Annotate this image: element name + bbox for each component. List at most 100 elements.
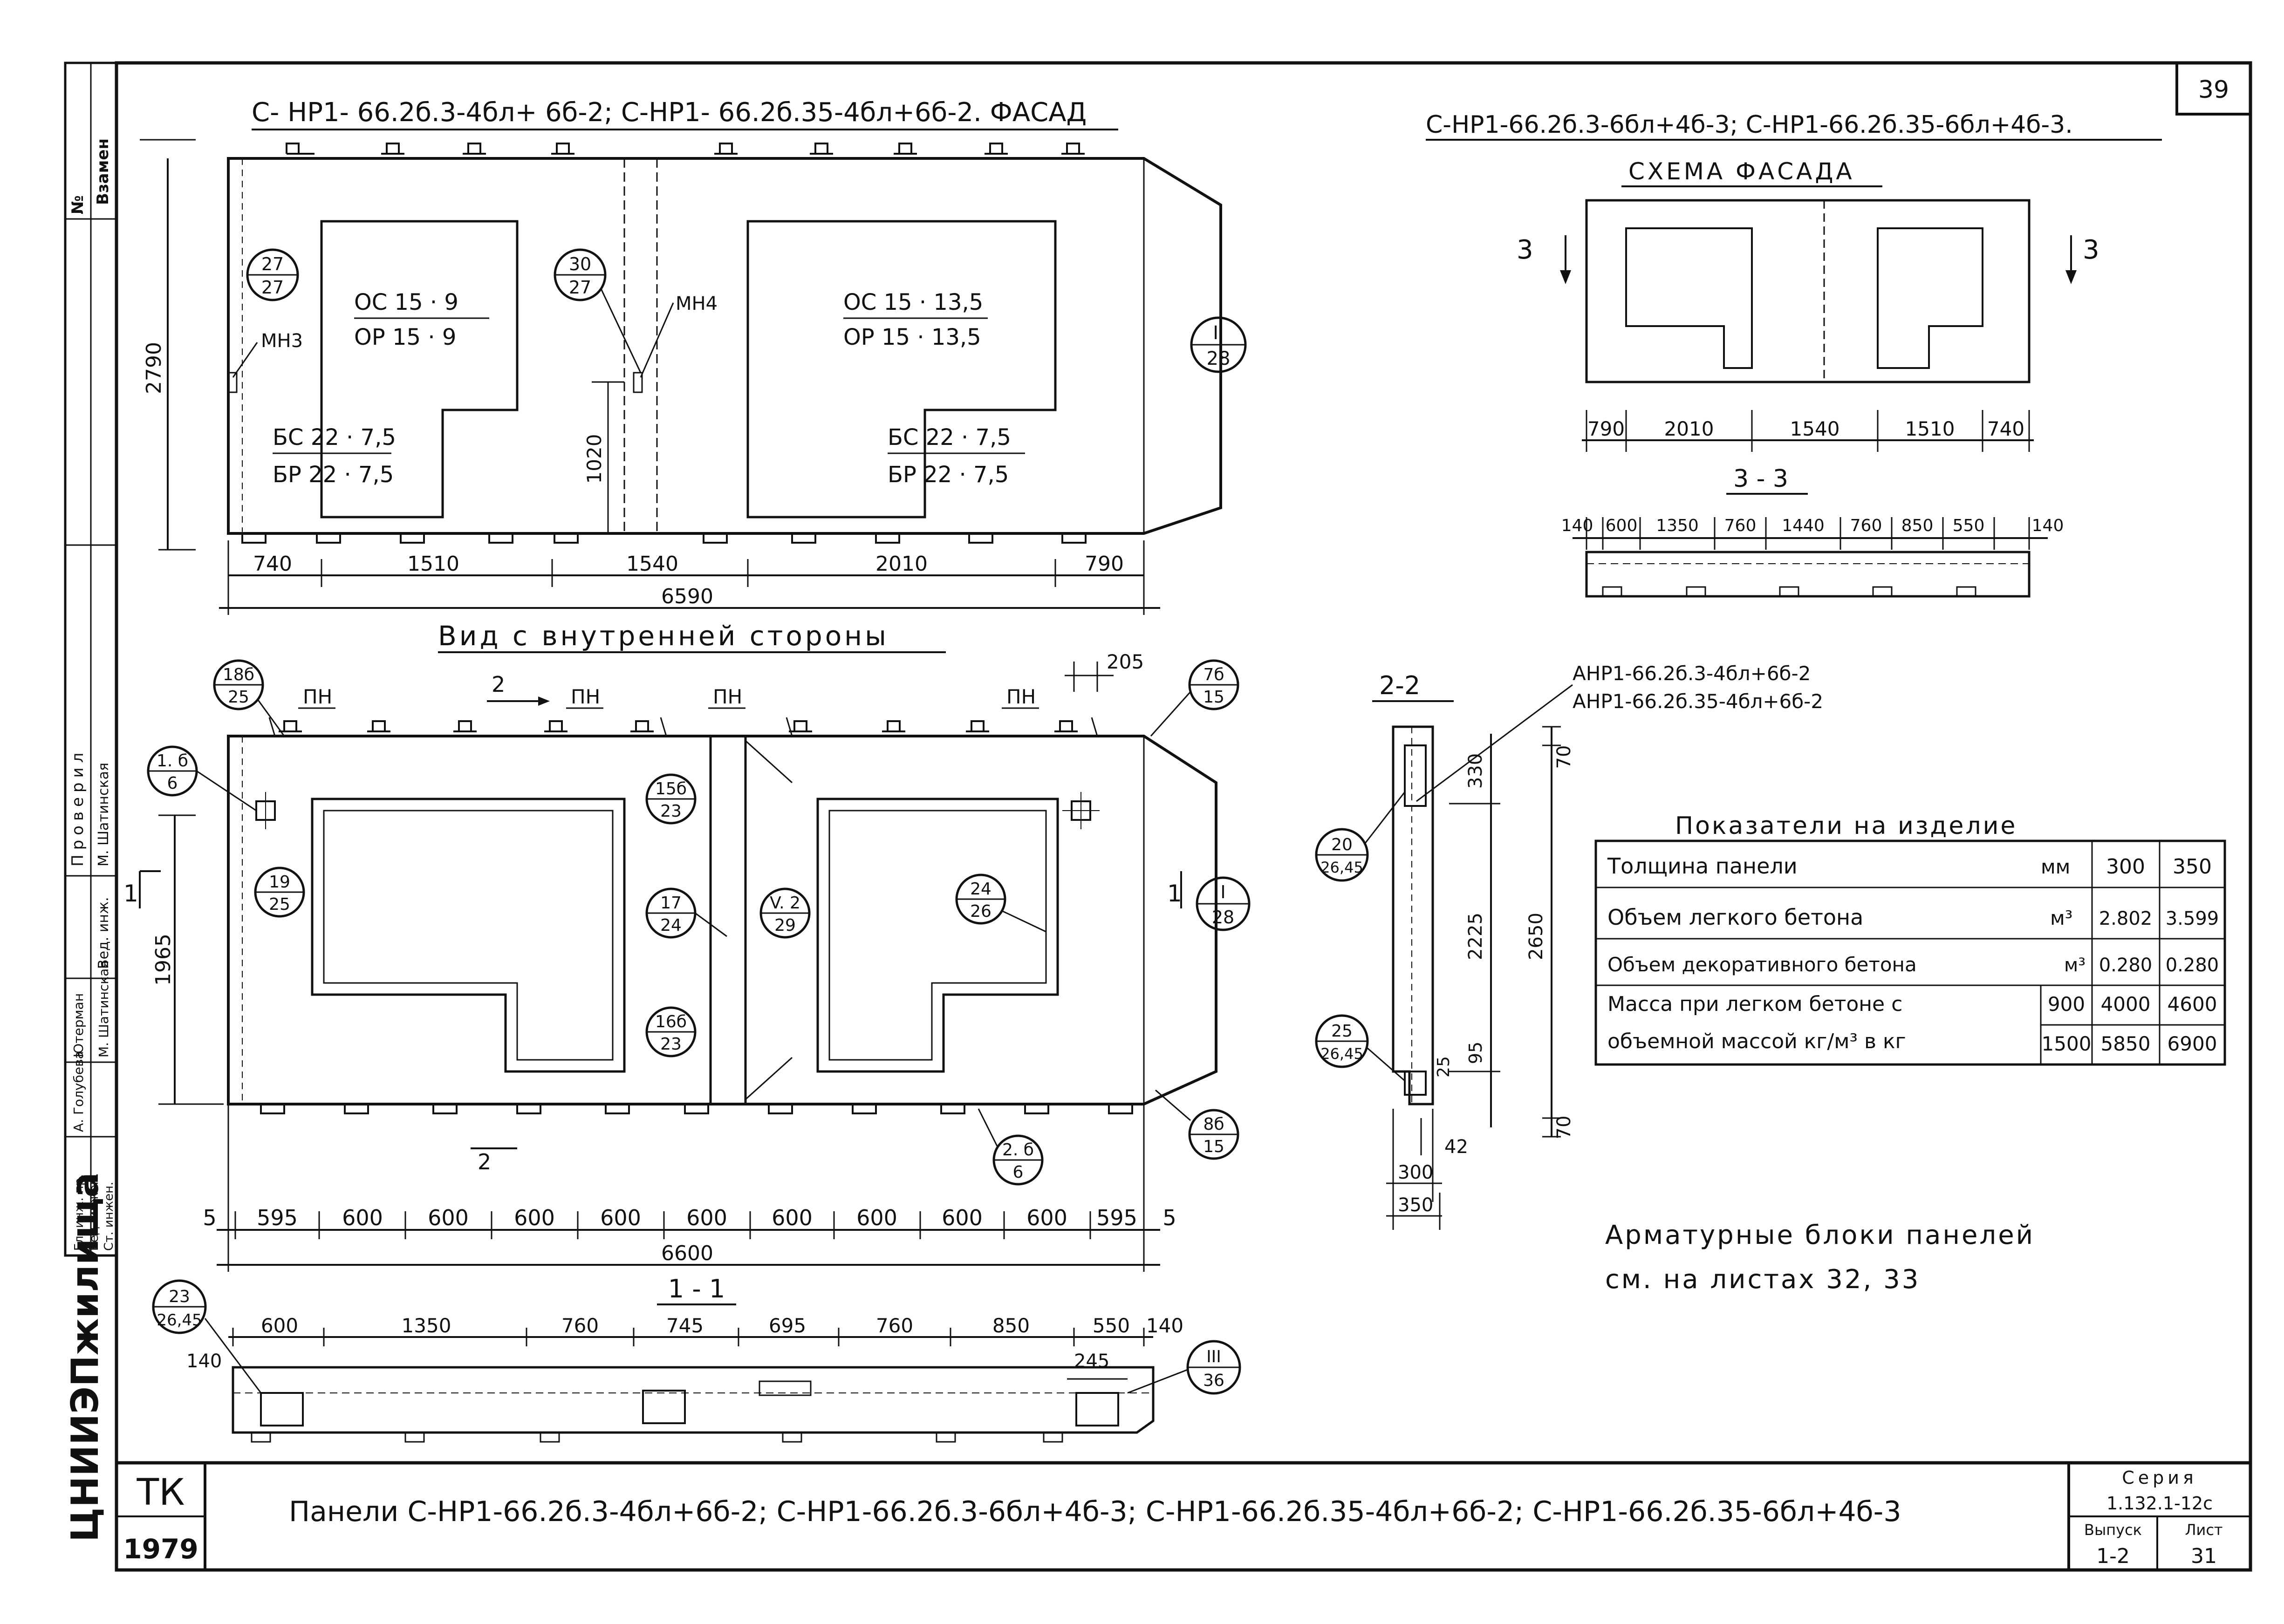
- callout-inner-6-bottom: 23: [660, 1035, 682, 1054]
- sec22-dim-25: 25: [1434, 1056, 1453, 1078]
- callout-inner-2-bottom: 6: [167, 774, 178, 793]
- facade-view: С- НР1- 66.2б.3-4бл+ 6б-2; С-НР1- 66.2б.…: [140, 97, 1247, 615]
- callout-inner-12-top: 2. б: [1002, 1140, 1034, 1160]
- inner-panel: [227, 735, 1217, 1105]
- inner-dim-7: 600: [686, 1205, 727, 1230]
- indicators-table: Показатели на изделие Толщина панели мм …: [1594, 812, 2226, 1066]
- callout-s22-b-bottom: 26,45: [1320, 1045, 1363, 1063]
- callout-facade-b-top: 30: [569, 254, 591, 274]
- section-2-2-ref-1: АНР1-66.2б.3-4бл+6б-2: [1573, 662, 1811, 685]
- facade-height: 2790: [142, 342, 166, 394]
- callout-s22-a-top: 20: [1331, 835, 1353, 854]
- facade-opening-right-top: ОС 15 · 13,5: [843, 289, 983, 315]
- indicator-row2-v350: 3.599: [2166, 908, 2219, 929]
- scheme-sec-dim-4: 760: [1724, 516, 1757, 535]
- callout-inner-5-top: 17: [660, 894, 682, 913]
- section-2-2-profile: [1392, 725, 1434, 1105]
- sec22-thk-300: 300: [1398, 1162, 1433, 1183]
- indicator-row3-label: Объем декоративного бетона: [1607, 953, 1917, 976]
- s11-dim-1: 600: [261, 1314, 298, 1337]
- side-stamp: № Взамен М. Шатинская Проверил Вед. инж.…: [63, 61, 118, 1542]
- sec22-dim-70-top: 70: [1553, 745, 1575, 769]
- scheme-sec-dim-7: 850: [1901, 516, 1934, 535]
- callout-inner-5-bottom: 24: [660, 916, 682, 935]
- s11-dim-8: 550: [1093, 1314, 1130, 1337]
- section-2-2: 2-2 АНР1-66.2б.3-4бл+6б-2 АНР1-66.2б.35-…: [1315, 662, 1823, 1230]
- sheet-title: Панели С-НР1-66.2б.3-4бл+6б-2; С-НР1-66.…: [289, 1495, 1901, 1528]
- section-1-1: 1 - 1 245 140 23 26,45 III 36: [152, 1274, 1241, 1443]
- callout-inner-6-top: 16б: [655, 1012, 687, 1031]
- callout-inner-1-top: 18б: [223, 665, 254, 684]
- stamp-checked-name: М. Шатинская: [96, 763, 112, 867]
- sheet-value: 31: [2191, 1544, 2217, 1568]
- scheme-sec-dim-1: 140: [1561, 516, 1593, 535]
- tk-mark: ТК: [136, 1472, 185, 1514]
- facade-door-right-top: БС 22 · 7,5: [888, 424, 1011, 450]
- callout-inner-3-bottom: 25: [269, 895, 290, 914]
- series-value: 1.132.1-12с: [2106, 1493, 2213, 1514]
- s11-dim-7: 850: [992, 1314, 1030, 1337]
- inner-opening-left: [311, 798, 626, 1073]
- callout-s11-right-top: III: [1206, 1347, 1221, 1366]
- indicator-mass2-v300: 5850: [2101, 1032, 2151, 1055]
- callout-inner-4-top: 15б: [655, 779, 687, 798]
- inner-dim-11: 600: [1026, 1205, 1067, 1230]
- indicator-row1-v300: 300: [2106, 855, 2145, 879]
- callout-inner-11-top: 8б: [1203, 1115, 1224, 1134]
- scheme-dim-3: 1540: [1790, 417, 1840, 440]
- tag-mn4: МН4: [676, 293, 718, 314]
- scheme-panel: [1585, 199, 2031, 383]
- inner-total: 6600: [661, 1242, 713, 1265]
- issue-label: Выпуск: [2084, 1521, 2142, 1539]
- inner-dim-5: 600: [514, 1205, 555, 1230]
- s11-dim-9: 140: [1146, 1314, 1183, 1337]
- callout-s11-left-bottom: 26,45: [157, 1311, 202, 1330]
- section-mark-2-bottom: 2: [478, 1149, 491, 1174]
- pn-label-3: ПН: [713, 685, 742, 708]
- stamp-checked-role: Вед. инж.: [96, 897, 112, 969]
- stamp-inv: №: [68, 195, 87, 214]
- inner-opening-right: [816, 798, 1059, 1073]
- s11-dim-3: 760: [561, 1314, 599, 1337]
- inner-view: Вид с внутренней стороны ПН ПН ПН ПН: [123, 620, 1251, 1272]
- section-one-left: 1: [123, 880, 138, 907]
- facade-door-right-bottom: БР 22 · 7,5: [888, 462, 1009, 488]
- indicator-row1-unit: мм: [2041, 855, 2070, 878]
- inner-dim-9: 600: [856, 1205, 897, 1230]
- scheme-sec-dim-9: 140: [2032, 516, 2064, 535]
- section-1-1-title: 1 - 1: [668, 1274, 725, 1303]
- facade-opening-right-bottom: ОР 15 · 13,5: [843, 324, 981, 350]
- facade-door-left-top: БС 22 · 7,5: [273, 424, 396, 450]
- stamp-name-2: М. Шатинская: [96, 961, 111, 1058]
- facade-dim-5: 790: [1085, 552, 1124, 576]
- s11-dim-2: 1350: [402, 1314, 451, 1337]
- indicator-mass1-density: 900: [2048, 993, 2085, 1016]
- indicators-title: Показатели на изделие: [1675, 812, 2017, 840]
- indicator-mass1-v350: 4600: [2168, 993, 2217, 1016]
- scheme-sec-dim-5: 1440: [1782, 516, 1825, 535]
- indicator-row1-label: Толщина панели: [1607, 853, 1798, 879]
- sheet-number-box: [2175, 61, 2252, 116]
- callout-facade-a-top: 27: [261, 254, 284, 274]
- callout-inner-9-bottom: 15: [1203, 688, 1224, 707]
- facade-dim-4: 2010: [875, 552, 928, 576]
- indicator-row2-v300: 2.802: [2099, 908, 2153, 929]
- scheme-sec-dim-2: 600: [1606, 516, 1638, 535]
- callout-inner-10-top: I: [1220, 882, 1225, 902]
- inner-dim-2: 595: [257, 1205, 298, 1230]
- s11-dim-4: 745: [666, 1314, 704, 1337]
- scheme-sec-dim-3: 1350: [1656, 516, 1699, 535]
- stamp-name-3: А. Голубева: [71, 1051, 86, 1132]
- sec22-dim-2650: 2650: [1525, 913, 1547, 960]
- facade-opening-left-bottom: ОР 15 · 9: [354, 324, 456, 350]
- section-1-1-dim-245: 245: [1074, 1351, 1109, 1372]
- callout-s11-left-top: 23: [169, 1287, 190, 1306]
- series-label: Серия: [2122, 1467, 2197, 1488]
- indicator-row3-v300: 0.280: [2099, 955, 2153, 976]
- sec22-dim-330: 330: [1465, 753, 1486, 789]
- callout-facade-b-bottom: 27: [569, 277, 591, 298]
